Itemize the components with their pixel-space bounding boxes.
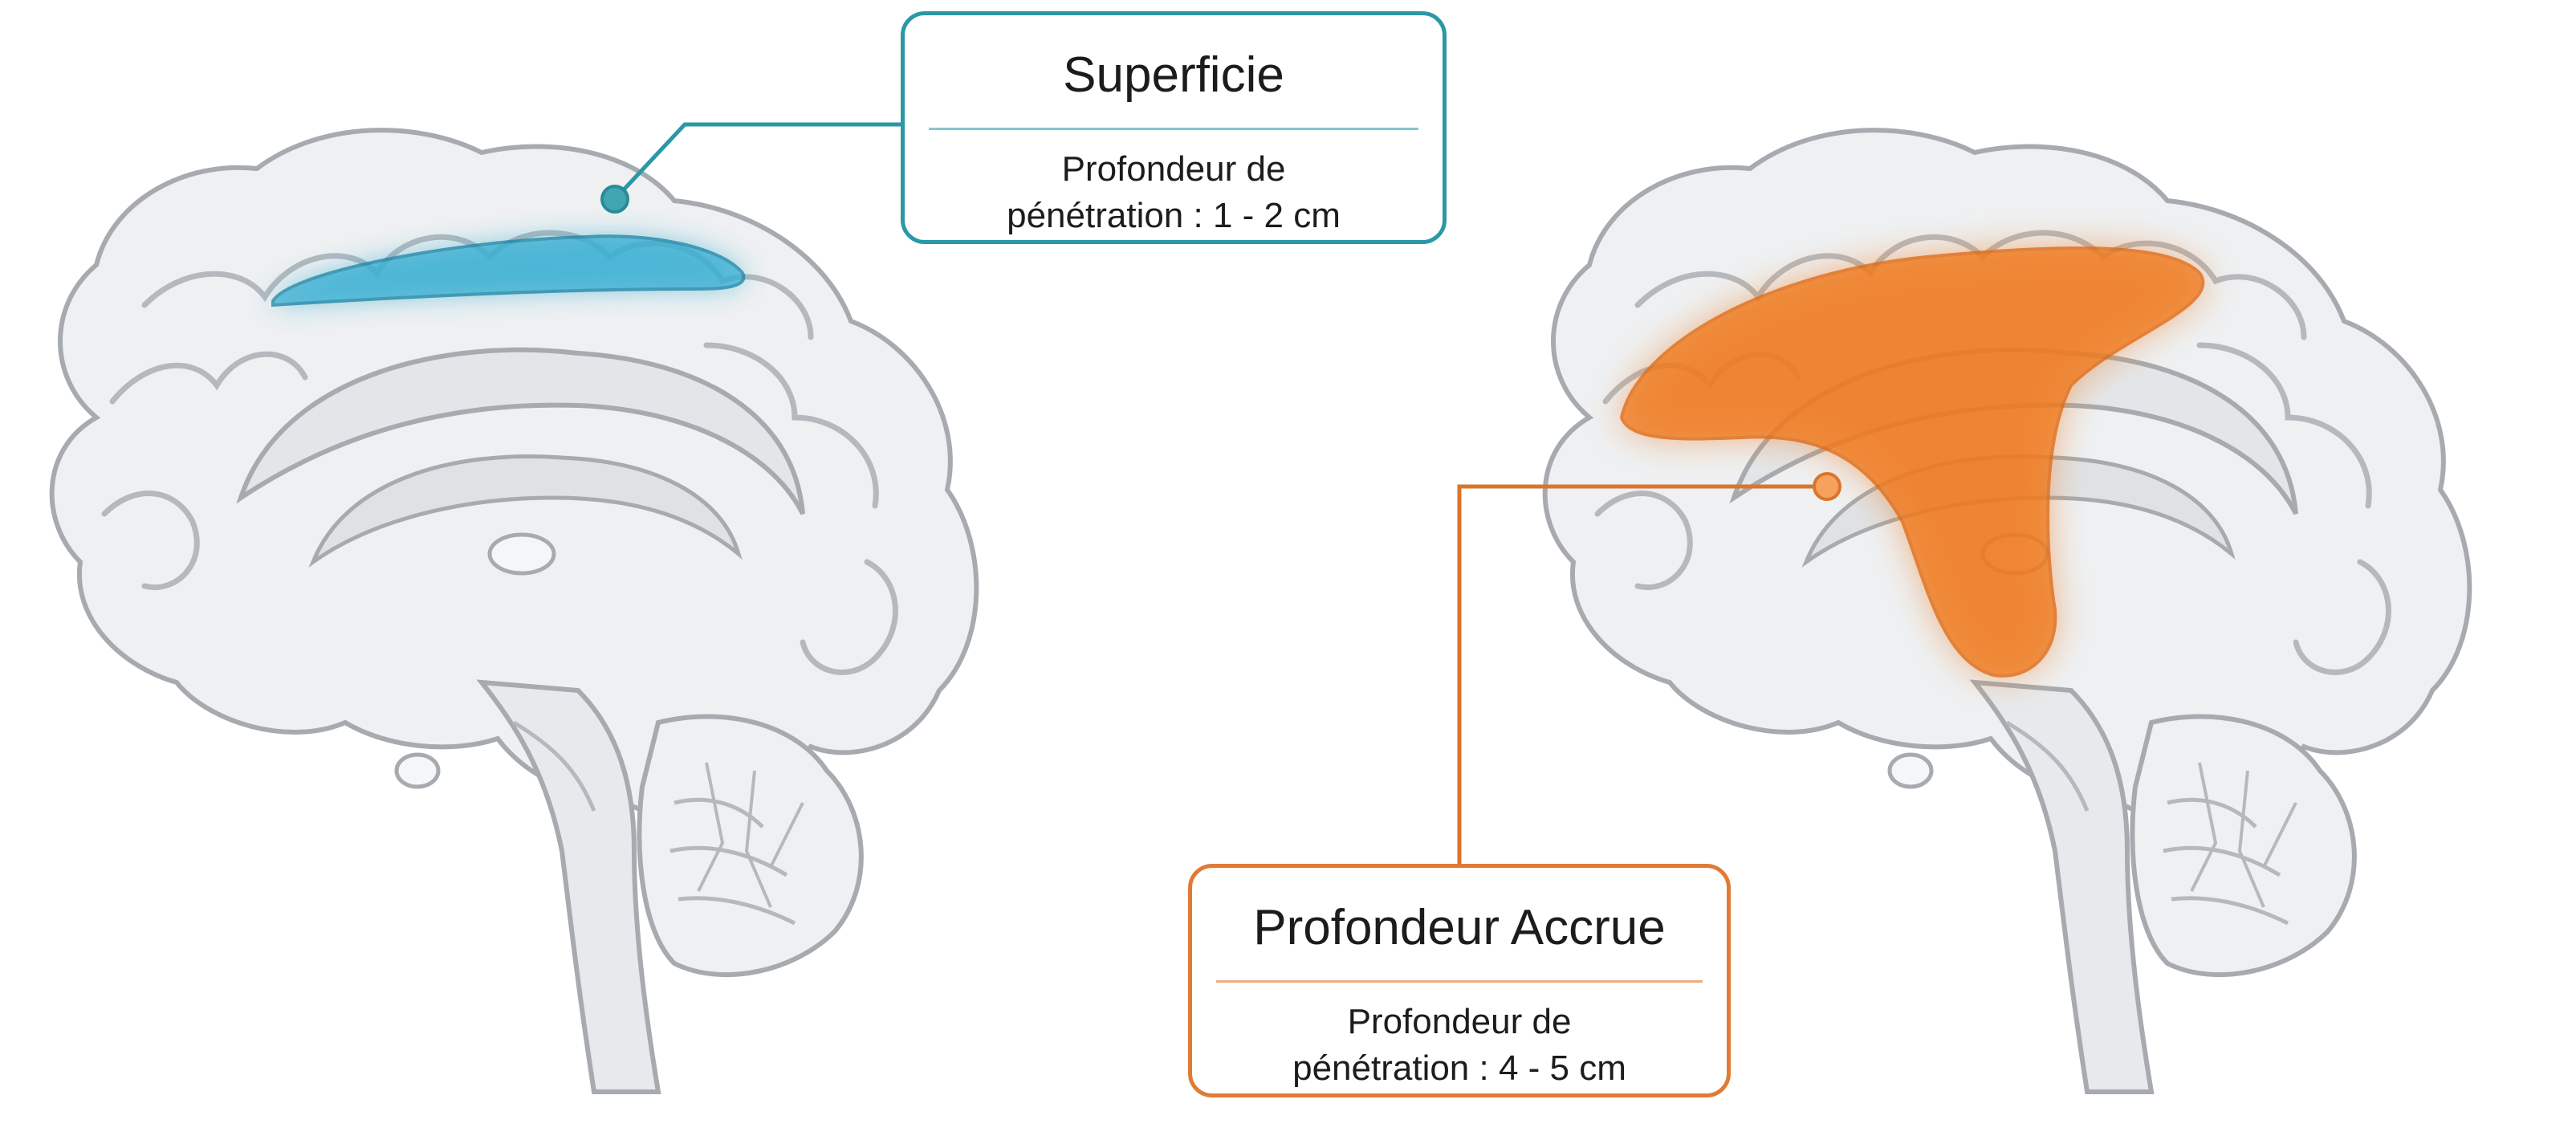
callout-superficial-detail-line1: Profondeur de: [905, 130, 1443, 193]
callout-superficial: Superficie Profondeur de pénétration : 1…: [901, 11, 1447, 244]
callout-deep-title: Profondeur Accrue: [1192, 903, 1727, 980]
callout-superficial-title: Superficie: [905, 51, 1443, 128]
callout-deep-detail-line2: pénétration : 4 - 5 cm: [1192, 1045, 1727, 1092]
callout-superficial-detail-line2: pénétration : 1 - 2 cm: [905, 193, 1443, 239]
callout-deep: Profondeur Accrue Profondeur de pénétrat…: [1188, 864, 1731, 1097]
callout-deep-detail-line1: Profondeur de: [1192, 983, 1727, 1045]
